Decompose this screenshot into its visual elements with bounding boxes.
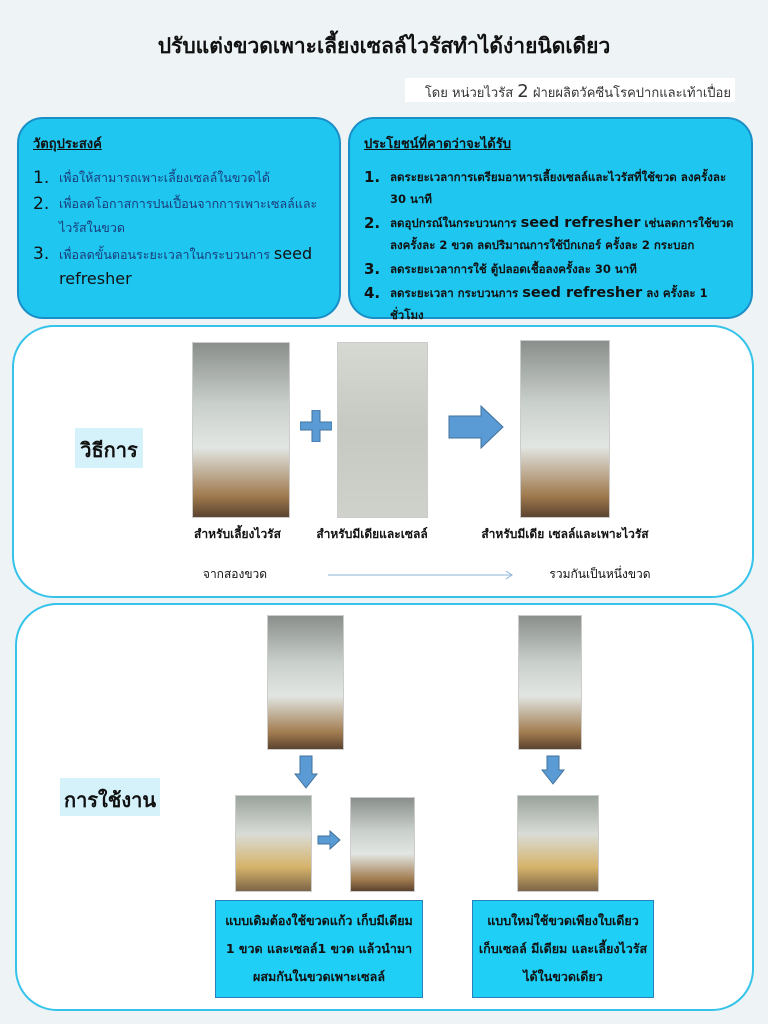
new-line: ได้ในขวดเดียว xyxy=(523,969,603,984)
from-two-bottles: จากสองขวด xyxy=(202,567,268,581)
objectives-heading: วัตถุประสงค์ xyxy=(33,137,102,152)
usage-label: การใช้งาน xyxy=(60,778,160,816)
list-item: 3. เพื่อลดขั้นตอนระยะเวลาในกระบวนการ seed… xyxy=(33,242,325,292)
item-text: เช่นลดการใช้ขวดลงครั้งละ 2 ขวด ลดปริมาณก… xyxy=(390,216,734,252)
combined-into-one: รวมกันเป็นหนึ่งขวด xyxy=(549,567,651,581)
item-number: 3. xyxy=(33,244,50,264)
new-setup-photo xyxy=(518,615,582,750)
item-text: ลดระยะเวลาการใช้ ตู้ปลอดเชื้อลงครั้งละ 3… xyxy=(390,262,637,276)
item-text: ลดอุปกรณ์ในกระบวนการ xyxy=(390,216,517,230)
single-bottle-photo xyxy=(517,795,599,892)
old-method-box: แบบเดิมต้องใช้ขวดแก้ว เก็บมีเดียม 1 ขวด … xyxy=(215,900,423,998)
caption-virus: สำหรับเลี้ยงไวรัส xyxy=(194,527,281,541)
benefits-heading: ประโยชน์ที่คาดว่าจะได้รับ xyxy=(364,137,511,152)
item-text: ลดระยะเวลาการเตรียมอาหารเลี้ยงเซลล์และไว… xyxy=(390,170,727,206)
poster-title: ปรับแต่งขวดเพาะเลี้ยงเซลล์ไวรัสทำได้ง่าย… xyxy=(157,34,611,58)
byline-prefix: โดย หน่วยไวรัส xyxy=(424,86,514,101)
new-line: แบบใหม่ใช้ขวดเพียงใบเดียว xyxy=(487,913,639,928)
objectives-box: วัตถุประสงค์ 1. เพื่อให้สามารถเพาะเลี้ยงเ… xyxy=(17,117,341,319)
down-arrow-icon xyxy=(541,755,565,785)
byline: โดย หน่วยไวรัส 2 ฝ่ายผลิตวัคซีนโรคปากและ… xyxy=(405,78,735,102)
new-line: เก็บเซลล์ มีเดียม และเลี้ยงไวรัส xyxy=(478,941,648,956)
item-number: 4. xyxy=(364,284,381,302)
item-text: เพื่อลดขั้นตอนระยะเวลาในกระบวนการ xyxy=(59,247,270,262)
item-text: ลง ครั้งละ 1 ชั่วโมง xyxy=(390,286,708,322)
item-number: 3. xyxy=(364,260,381,278)
thin-arrow-icon xyxy=(328,570,513,580)
new-method-box: แบบใหม่ใช้ขวดเพียงใบเดียว เก็บเซลล์ มีเด… xyxy=(472,900,654,998)
list-item: 2. ลดอุปกรณ์ในกระบวนการ seed refresher เช… xyxy=(364,212,737,256)
item-english: seed refresher xyxy=(520,215,641,231)
item-english: seed refresher xyxy=(59,244,313,288)
item-english: seed refresher xyxy=(522,285,643,301)
list-item: 1. ลดระยะเวลาการเตรียมอาหารเลี้ยงเซลล์และ… xyxy=(364,166,737,210)
old-setup-photo xyxy=(267,615,344,750)
list-item: 4. ลดระยะเวลา กระบวนการ seed refresher ลง… xyxy=(364,282,737,326)
list-item: 1. เพื่อให้สามารถเพาะเลี้ยงเซลล์ในขวดได้ xyxy=(33,166,325,190)
item-text: เพื่อลดโอกาสการปนเปื้อนจากการเพาะเซลล์แล… xyxy=(59,196,318,235)
benefits-box: ประโยชน์ที่คาดว่าจะได้รับ 1. ลดระยะเวลากา… xyxy=(348,117,753,322)
item-text: ลดระยะเวลา กระบวนการ xyxy=(390,286,519,300)
combined-bottle-photo xyxy=(520,340,610,518)
right-arrow-icon xyxy=(448,405,504,449)
list-item: 2. เพื่อลดโอกาสการปนเปื้อนจากการเพาะเซลล์… xyxy=(33,192,325,240)
down-arrow-icon xyxy=(294,755,318,789)
small-right-arrow-icon xyxy=(317,830,341,850)
byline-suffix: ฝ่ายผลิตวัคซีนโรคปากและเท้าเปื่อย xyxy=(532,86,731,101)
method-label: วิธีการ xyxy=(75,428,143,468)
byline-number: 2 xyxy=(517,81,529,102)
media-bottle-photo xyxy=(337,342,428,518)
virus-bottle-photo xyxy=(192,342,290,518)
old-line: 1 ขวด และเซลล์1 ขวด แล้วนำมา xyxy=(225,941,413,956)
cell-bottle-photo xyxy=(350,797,415,892)
item-number: 1. xyxy=(33,168,50,188)
item-number: 2. xyxy=(33,194,50,214)
item-number: 2. xyxy=(364,214,381,232)
media-bottles-photo xyxy=(235,795,312,892)
caption-combined: สำหรับมีเดีย เซลล์และเพาะไวรัส xyxy=(481,527,649,541)
item-text: เพื่อให้สามารถเพาะเลี้ยงเซลล์ในขวดได้ xyxy=(59,170,270,185)
old-line: แบบเดิมต้องใช้ขวดแก้ว เก็บมีเดียม xyxy=(225,913,413,928)
caption-media: สำหรับมีเดียและเซลล์ xyxy=(316,527,428,541)
list-item: 3. ลดระยะเวลาการใช้ ตู้ปลอดเชื้อลงครั้งละ… xyxy=(364,258,737,280)
plus-icon xyxy=(300,410,332,442)
old-line: ผสมกันในขวดเพาะเซลล์ xyxy=(253,969,385,984)
item-number: 1. xyxy=(364,168,381,186)
